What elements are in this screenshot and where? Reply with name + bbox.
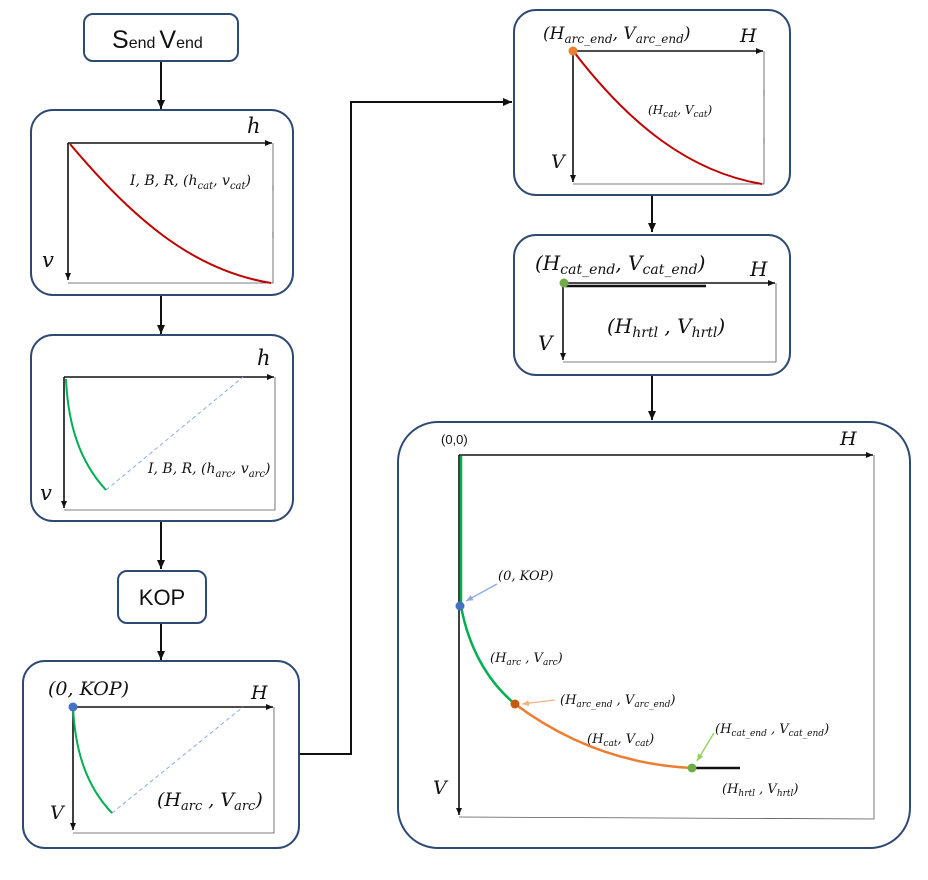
kop-point-label: (0, KOP): [498, 569, 553, 584]
panel-arc-global: (0, KOP) H V (Harc , Varc): [22, 660, 300, 849]
arc-radius-dashed: [105, 376, 244, 491]
arc-radius-dashed: [111, 706, 244, 814]
v-axis-label: V: [551, 151, 567, 173]
kop-point: [68, 702, 78, 712]
h-axis-label: H: [839, 428, 857, 450]
panel-horizontal: (Hcat_end, Vcat_end) H V (Hhrtl , Vhrtl): [513, 234, 791, 376]
origin-label: (0,0): [441, 432, 468, 447]
h-axis-label: H: [739, 25, 757, 47]
cat-end-pointer-arrow: [696, 732, 715, 762]
panel-catenary-global: (Harc_end, Varc_end) H V (Hcat, Vcat): [513, 9, 791, 196]
kop-box: KOP: [117, 570, 207, 624]
flow-connectors: [157, 62, 656, 755]
v-axis-label: v: [42, 248, 54, 272]
catenary-params-label: I, B, R, (hcat, vcat): [129, 173, 251, 192]
cat-end-point-label: (Hcat_end, Vcat_end): [535, 251, 705, 278]
h-axis-label: H: [250, 682, 268, 704]
arc-curve: [65, 378, 107, 491]
hrtl-point-label: (Hhrtl , Vhrtl): [607, 314, 725, 341]
v-axis-label: V: [538, 331, 555, 355]
arc-curve: [72, 706, 113, 814]
v-axis-label: v: [40, 481, 52, 505]
cat-end-point: [687, 763, 697, 773]
h-axis-label: H: [749, 257, 768, 281]
arc-end-point: [510, 699, 520, 709]
panel-full-trajectory: (0,0) H V (0, KOP) (Harc , Varc) (Harc_e…: [397, 421, 911, 849]
h-axis-label: h: [247, 114, 261, 138]
v-axis-label: V: [433, 777, 449, 799]
catenary-curve: [573, 51, 763, 185]
cat-point-label: (Hcat, Vcat): [587, 732, 654, 749]
v-axis-label: V: [50, 802, 66, 824]
hrtl-point-label: (Hhrtl , Vhrtl): [722, 782, 798, 799]
arc-end-point-label: (Harc_end, Varc_end): [543, 24, 690, 46]
cat-end-point: [559, 278, 569, 288]
arc-end-point: [568, 46, 578, 56]
arc-curve: [459, 605, 516, 705]
arc-end-pointer-arrow: [521, 699, 556, 707]
cat-point-label: (Hcat, Vcat): [648, 103, 713, 120]
cat-end-point-label: (Hcat_end , Vcat_end): [715, 722, 829, 739]
connector-panel3-to-panel4: [299, 98, 512, 755]
arc-point-label: (Harc , Varc): [157, 789, 263, 814]
arc-end-point-label: (Harc_end , Varc_end): [560, 693, 675, 710]
h-axis-label: h: [257, 346, 271, 370]
panel-arc-local: h v I, B, R, (harc, varc): [30, 334, 294, 522]
kop-label: KOP: [139, 585, 185, 610]
kop-pointer-arrow: [465, 583, 498, 602]
kop-point: [455, 601, 465, 611]
catenary-curve: [514, 702, 693, 770]
arc-point-label: (Harc , Varc): [490, 651, 563, 668]
kop-point-label: (0, KOP): [48, 678, 129, 700]
arc-params-label: I, B, R, (harc, varc): [147, 461, 271, 480]
panel-catenary-local: h v I, B, R, (hcat, vcat): [30, 109, 294, 296]
catenary-curve: [69, 143, 272, 284]
